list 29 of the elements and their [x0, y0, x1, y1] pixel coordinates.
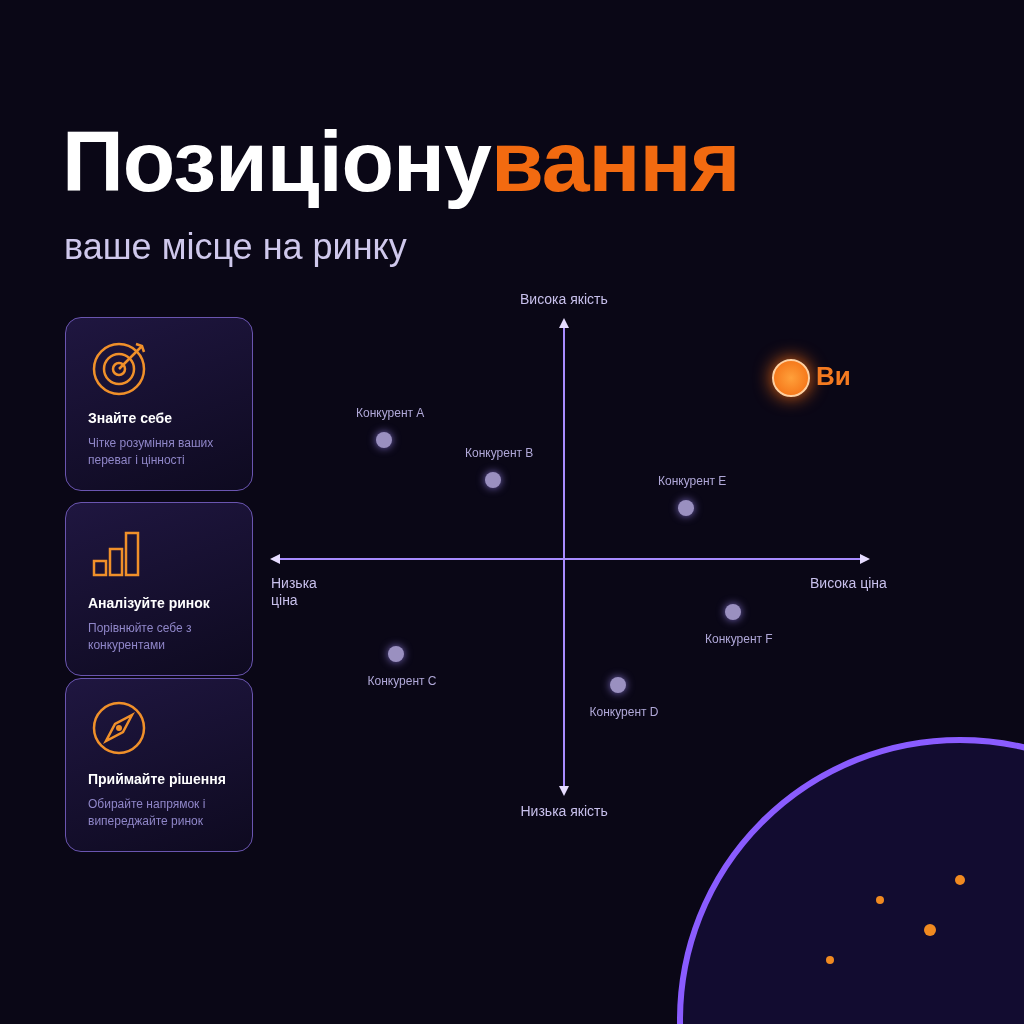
feature-card	[65, 502, 253, 676]
point-label: Конкурент E	[658, 474, 727, 488]
point-label: Конкурент D	[589, 705, 659, 719]
competitor-dot	[678, 500, 694, 516]
competitor-dot	[610, 677, 626, 693]
axis-label: Висока ціна	[810, 575, 887, 592]
competitor-dot	[485, 472, 501, 488]
card-description: Порівнюйте себе з конкурентами	[88, 620, 193, 654]
competitor-dot	[388, 646, 404, 662]
card-description: Чітке розуміння ваших переваг і цінності	[88, 435, 215, 469]
feature-card	[65, 678, 253, 852]
card-heading: Знайте себе	[88, 410, 172, 426]
axis-label: Висока якість	[520, 291, 608, 308]
axis-label: Низька ціна	[271, 575, 318, 609]
card-heading: Аналізуйте ринок	[88, 595, 210, 611]
point-label: Конкурент B	[465, 446, 534, 460]
competitor-dot	[725, 604, 741, 620]
card-heading: Приймайте рішення	[88, 771, 226, 787]
point-label: Конкурент F	[705, 632, 773, 646]
title: Позиціонування	[62, 112, 740, 211]
marker-label: Ви	[816, 361, 851, 392]
highlight-marker	[772, 359, 810, 397]
point-label: Конкурент A	[356, 406, 425, 420]
competitor-dot	[376, 432, 392, 448]
subtitle: ваше місце на ринку	[64, 226, 407, 268]
point-label: Конкурент C	[367, 674, 437, 688]
card-description: Обирайте напрямок і випереджайте ринок	[88, 796, 207, 830]
feature-card	[65, 317, 253, 491]
axis-label: Низька якість	[520, 803, 608, 820]
